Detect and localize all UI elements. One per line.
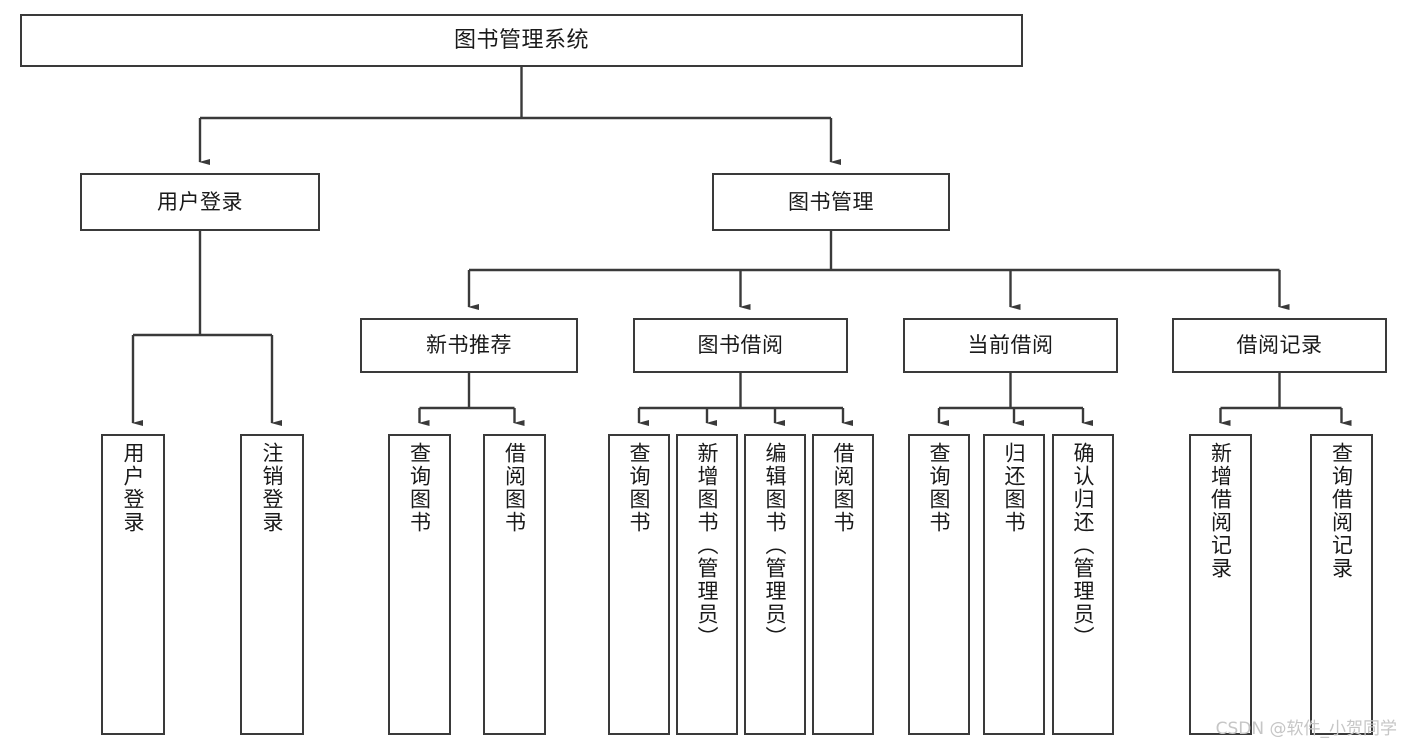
node-leaf-record-query[interactable]: 查询借阅记录 <box>1310 434 1373 735</box>
node-root-label: 图书管理系统 <box>453 27 589 53</box>
node-leaf-record-query-label: 查询借阅记录 <box>1329 442 1354 580</box>
node-user-login-module-label: 用户登录 <box>157 189 243 214</box>
node-leaf-borrow-query-label: 查询图书 <box>627 442 652 534</box>
node-current-borrow-label: 当前借阅 <box>967 333 1054 358</box>
node-leaf-user-login[interactable]: 用户登录 <box>101 434 165 735</box>
node-new-book-recommend-label: 新书推荐 <box>426 333 512 358</box>
node-leaf-current-return[interactable]: 归还图书 <box>983 434 1045 735</box>
node-leaf-borrow-edit-book-label: 编辑图书（管理员） <box>763 442 788 649</box>
node-leaf-current-query[interactable]: 查询图书 <box>908 434 970 735</box>
node-new-book-recommend[interactable]: 新书推荐 <box>360 318 578 373</box>
node-current-borrow[interactable]: 当前借阅 <box>903 318 1118 373</box>
node-leaf-borrow-add-book[interactable]: 新增图书（管理员） <box>676 434 738 735</box>
node-leaf-current-return-label: 归还图书 <box>1002 442 1027 534</box>
node-borrow-record-label: 借阅记录 <box>1236 333 1323 358</box>
node-user-login-module[interactable]: 用户登录 <box>80 173 320 231</box>
watermark: CSDN @软件_小贺同学 <box>1215 719 1397 739</box>
node-leaf-borrow-edit-book[interactable]: 编辑图书（管理员） <box>744 434 806 735</box>
node-leaf-borrow-add-book-label: 新增图书（管理员） <box>695 442 720 649</box>
node-leaf-record-add[interactable]: 新增借阅记录 <box>1189 434 1252 735</box>
node-book-management-module-label: 图书管理 <box>788 189 874 214</box>
node-leaf-current-query-label: 查询图书 <box>927 442 952 534</box>
node-book-borrow-label: 图书借阅 <box>697 333 784 358</box>
node-leaf-user-login-label: 用户登录 <box>121 442 146 534</box>
node-leaf-borrow-borrow-book[interactable]: 借阅图书 <box>812 434 874 735</box>
node-leaf-user-logout[interactable]: 注销登录 <box>240 434 304 735</box>
node-leaf-newbook-query-label: 查询图书 <box>407 442 432 534</box>
node-leaf-current-confirm-return-label: 确认归还（管理员） <box>1071 442 1096 649</box>
node-leaf-newbook-borrow[interactable]: 借阅图书 <box>483 434 546 735</box>
node-book-management-module[interactable]: 图书管理 <box>712 173 950 231</box>
node-leaf-borrow-query[interactable]: 查询图书 <box>608 434 670 735</box>
node-leaf-borrow-borrow-book-label: 借阅图书 <box>831 442 856 534</box>
node-leaf-record-add-label: 新增借阅记录 <box>1208 442 1233 580</box>
node-leaf-newbook-query[interactable]: 查询图书 <box>388 434 451 735</box>
node-root[interactable]: 图书管理系统 <box>20 14 1023 67</box>
node-leaf-user-logout-label: 注销登录 <box>260 442 285 534</box>
node-book-borrow[interactable]: 图书借阅 <box>633 318 848 373</box>
node-leaf-current-confirm-return[interactable]: 确认归还（管理员） <box>1052 434 1114 735</box>
node-leaf-newbook-borrow-label: 借阅图书 <box>502 442 527 534</box>
node-borrow-record[interactable]: 借阅记录 <box>1172 318 1387 373</box>
